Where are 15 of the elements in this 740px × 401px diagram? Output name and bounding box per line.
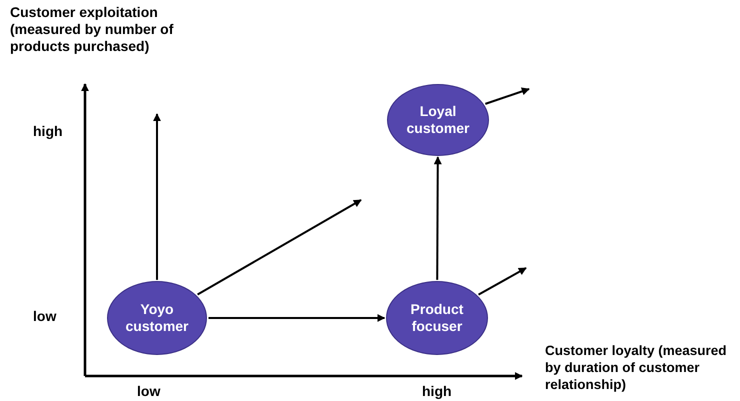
arrow bbox=[197, 199, 362, 296]
arrow bbox=[484, 88, 530, 105]
axis-title: Customer exploitation (measured by number of products purchased) bbox=[10, 4, 174, 55]
arrow bbox=[478, 267, 527, 296]
tick-label: high bbox=[33, 123, 63, 140]
ellipse-node: Loyal customer bbox=[387, 84, 489, 156]
tick-label: low bbox=[137, 383, 160, 400]
arrow bbox=[434, 156, 442, 280]
axis-title: Customer loyalty (measured by duration of customer relationship) bbox=[545, 342, 728, 393]
tick-label: low bbox=[33, 308, 56, 325]
ellipse-node: Product focuser bbox=[386, 281, 488, 355]
arrow bbox=[153, 113, 161, 280]
ellipse-node: Yoyo customer bbox=[107, 281, 207, 355]
arrow bbox=[208, 314, 386, 322]
tick-label: high bbox=[422, 383, 452, 400]
